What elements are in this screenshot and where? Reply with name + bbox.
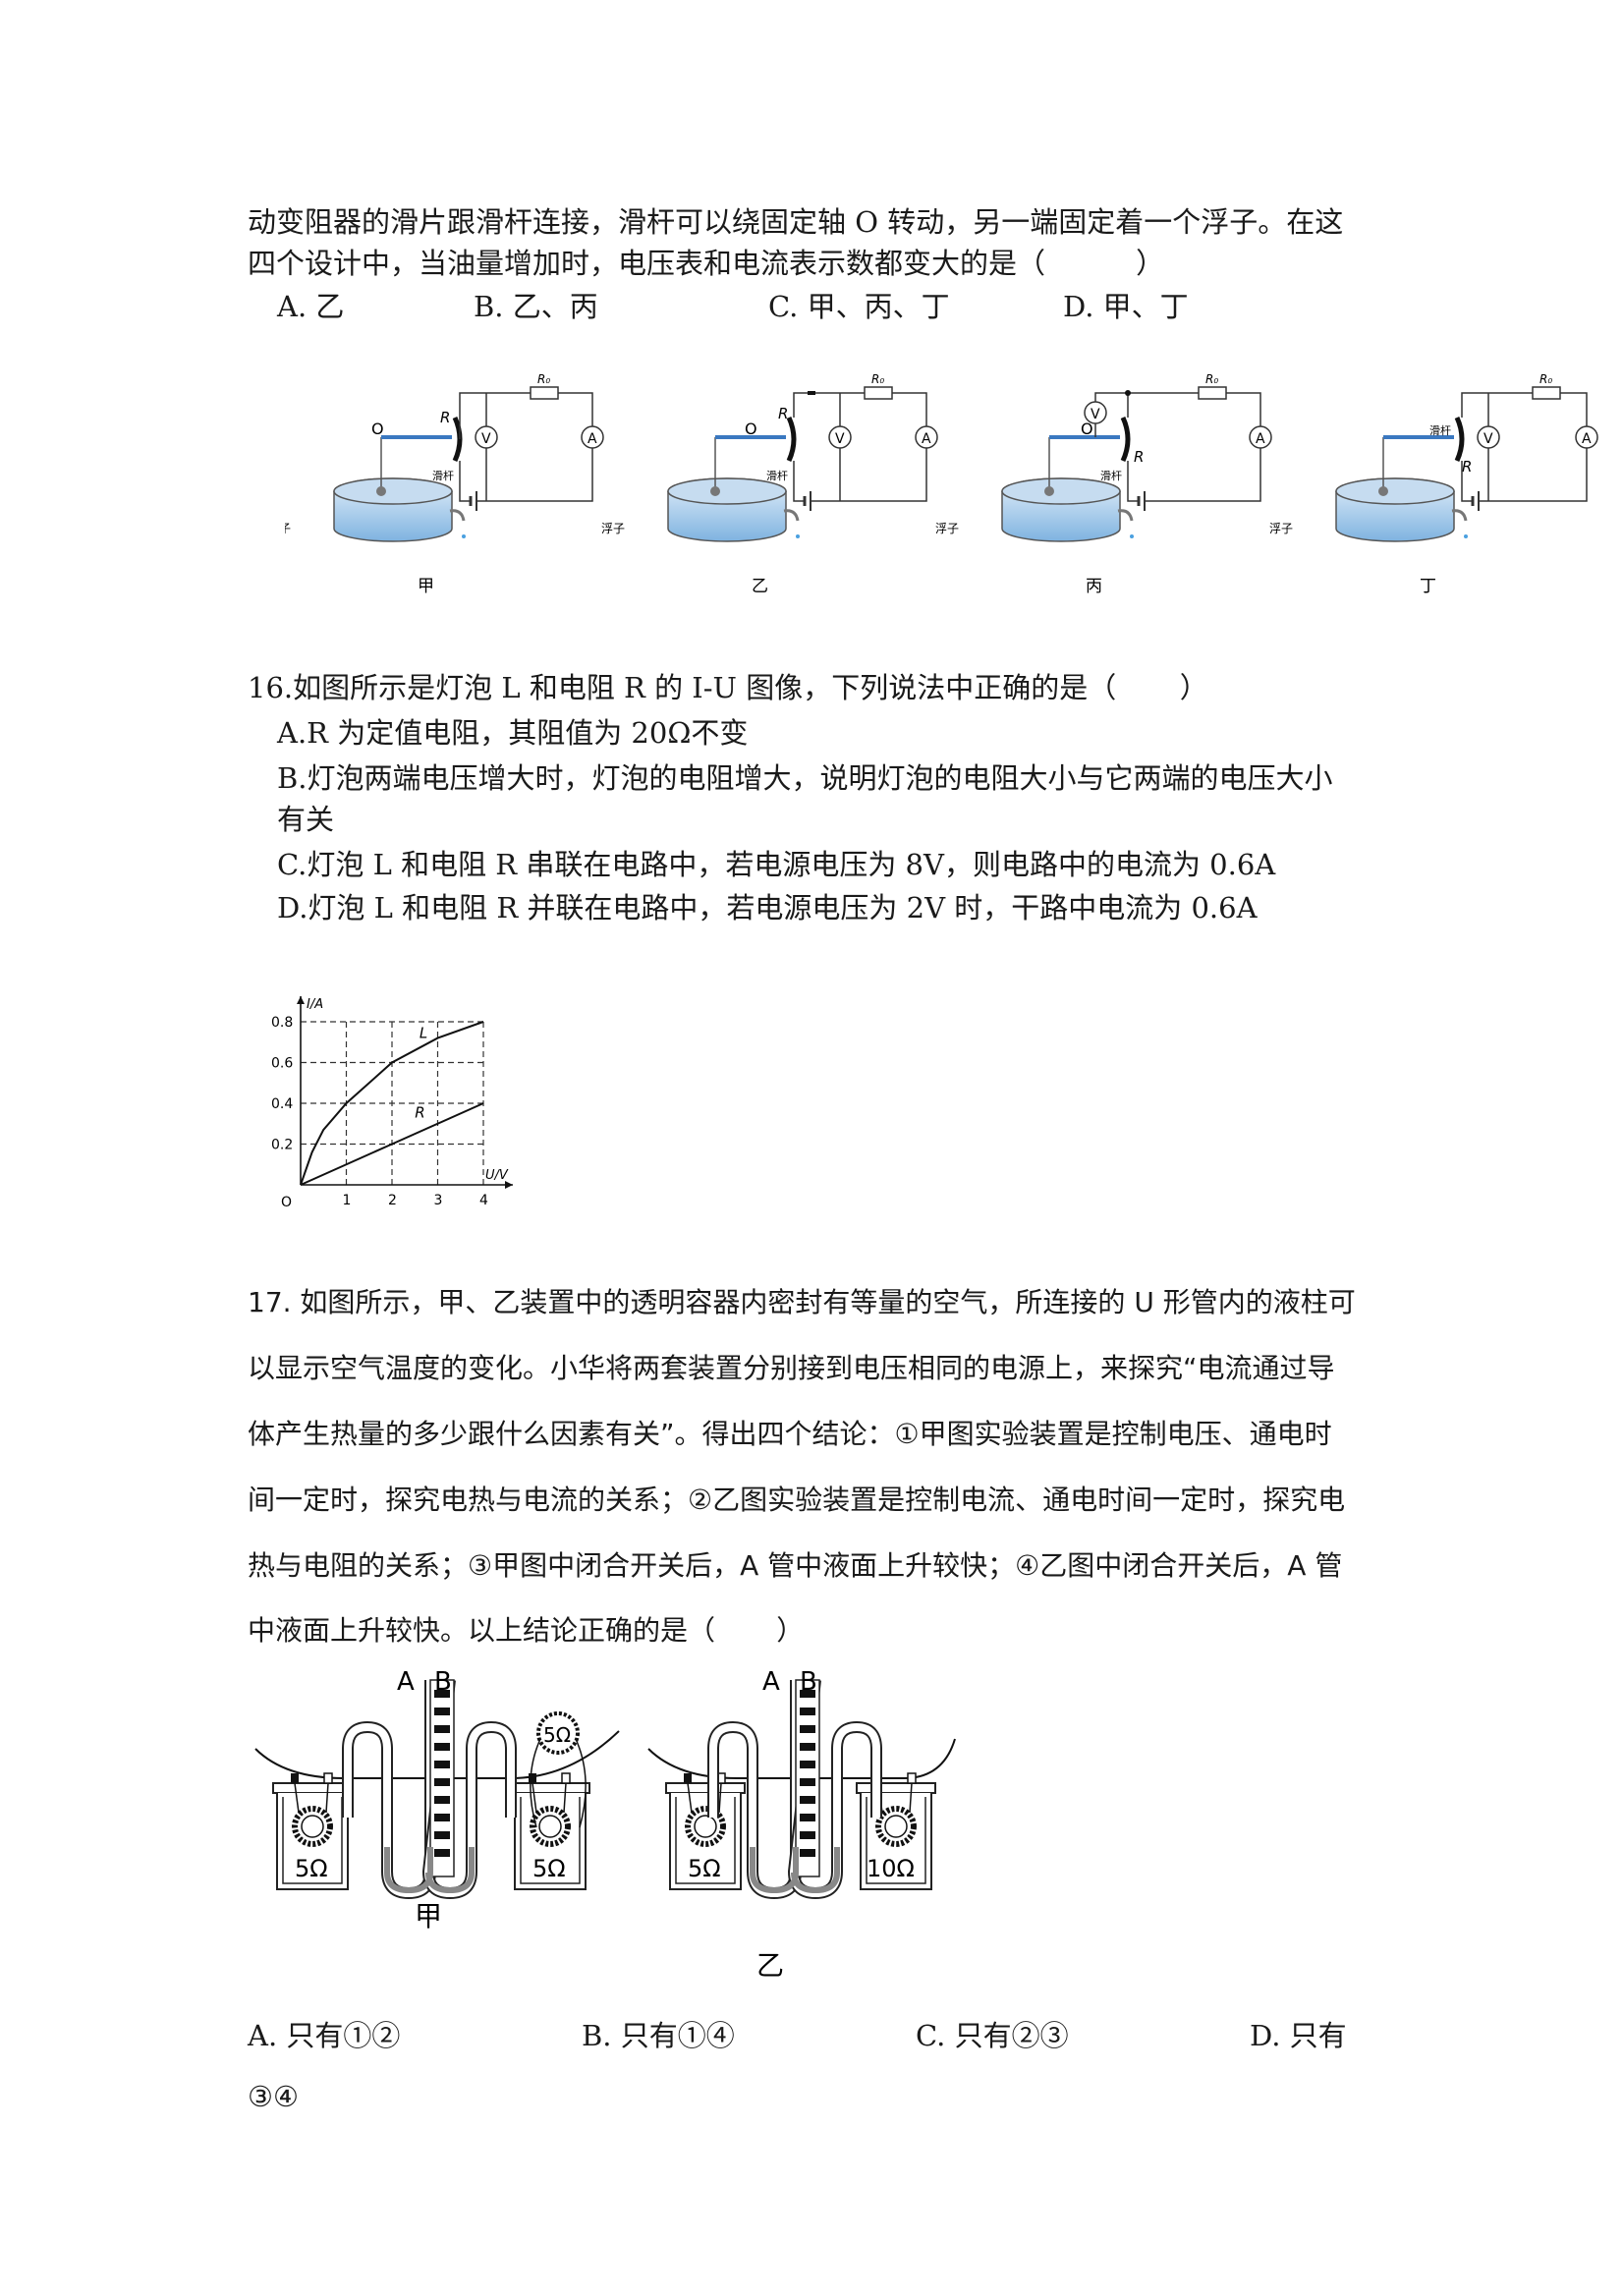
figure-label-jia: 甲 [415, 1900, 442, 1932]
rod-label: 滑杆 [1429, 423, 1451, 437]
q15-option-b: B. 乙、丙 [474, 290, 598, 323]
apparatus-jia: A B 5Ω 5Ω 5Ω 甲 [254, 1670, 620, 1932]
figure-label-jia: 甲 [418, 577, 434, 596]
r0-label: R₀ [1539, 372, 1552, 386]
q17-apparatus-figures: A B 5Ω 5Ω 5Ω 甲 A B 5Ω 10Ω 乙 [254, 1670, 956, 1982]
tube-label-b: B [800, 1670, 817, 1697]
resistor-label-right: 5Ω [532, 1855, 566, 1882]
voltmeter-icon: V [1091, 407, 1100, 422]
voltmeter-icon: V [1483, 431, 1493, 447]
ammeter-icon: A [922, 431, 931, 447]
q16-option-b-line-2: 有关 [277, 803, 335, 836]
series-line-R [300, 1102, 484, 1186]
ammeter-icon: A [1256, 431, 1265, 447]
q17-line-2: 以显示空气温度的变化。小华将两套装置分别接到电压相同的电源上，来探究“电流通过导 [248, 1352, 1335, 1384]
resistor-label: R [778, 405, 788, 422]
q17-line-5: 热与电阻的关系；③甲图中闭合开关后，A 管中液面上升较快；④乙图中闭合开关后，A… [248, 1549, 1343, 1582]
y-axis-arrow [297, 996, 305, 1004]
resistor-label-right: 10Ω [867, 1855, 915, 1882]
x-tick-label: 3 [434, 1193, 443, 1208]
x-tick-label: 2 [388, 1193, 397, 1208]
r0-label: R₀ [871, 372, 884, 386]
q17-option-a: A. 只有①② [248, 2019, 401, 2052]
q15-option-d: D. 甲、丁 [1063, 290, 1189, 323]
float-label: 浮子 [935, 522, 959, 535]
ammeter-icon: A [588, 431, 597, 447]
q15-option-a: A. 乙 [277, 290, 345, 323]
circuit-ding: 浮子 R 滑杆 V R₀ A 丁 [1269, 372, 1598, 596]
q16-stem: 16.如图所示是灯泡 L 和电阻 R 的 I-U 图像，下列说法中正确的是（ ） [248, 671, 1208, 704]
x-tick-label: 4 [479, 1193, 488, 1208]
origin-label: O [281, 1195, 292, 1210]
pivot-label: O [745, 420, 757, 438]
resistor-label-left: 5Ω [295, 1855, 328, 1882]
voltmeter-icon: V [835, 431, 845, 447]
q17-option-c: C. 只有②③ [916, 2019, 1069, 2052]
y-tick-label: 0.2 [271, 1138, 293, 1153]
resistor-label: R [1134, 448, 1144, 466]
q16-option-c: C.灯泡 L 和电阻 R 串联在电路中，若电源电压为 8V，则电路中的电流为 0… [277, 848, 1276, 881]
q17-option-d-continued: ③④ [248, 2080, 299, 2113]
q15-option-c: C. 甲、丙、丁 [768, 290, 950, 323]
x-tick-label: 1 [343, 1193, 352, 1208]
q16-option-b-line-1: B.灯泡两端电压增大时，灯泡的电阻增大，说明灯泡的电阻大小与它两端的电压大小 [277, 761, 1333, 795]
chart-series [300, 1021, 484, 1186]
ammeter-icon: A [1582, 431, 1592, 447]
circuit-jia: 浮子 O R 滑杆 V R₀ A 甲 [285, 372, 604, 596]
rod-label: 滑杆 [766, 469, 788, 482]
series-line-L [300, 1021, 484, 1186]
rod-label: 滑杆 [432, 469, 454, 482]
x-axis-label: U/V [485, 1168, 509, 1183]
y-tick-label: 0.4 [271, 1096, 293, 1112]
figure-label-bing: 丙 [1086, 577, 1102, 596]
series-label-R: R [415, 1104, 424, 1122]
pivot-label: O [1081, 420, 1093, 438]
figure-label-yi: 乙 [756, 1949, 784, 1982]
voltmeter-icon: V [481, 431, 491, 447]
chart-labels: L R 1 2 3 4 0.2 0.4 0.6 0.8O U/V I/A [271, 997, 509, 1210]
float-label: 浮子 [1269, 522, 1293, 535]
circuit-yi: 浮子 O R 滑杆 V R₀ A 乙 [601, 372, 938, 596]
resistor-label: R [1462, 458, 1472, 476]
q15-text-line-2: 四个设计中，当油量增加时，电压表和电流表示数都变大的是（ ） [248, 247, 1165, 280]
q16-option-d: D.灯泡 L 和电阻 R 并联在电路中，若电源电压为 2V 时，干路中电流为 0… [277, 891, 1258, 924]
tube-label-a: A [397, 1670, 415, 1697]
circuit-bing: 浮子 O R 滑杆 V R₀ A 丙 [935, 372, 1272, 596]
q17-option-d: D. 只有 [1250, 2019, 1347, 2052]
q17-line-6: 中液面上升较快。以上结论正确的是（ ） [248, 1614, 805, 1647]
x-axis-arrow [505, 1181, 513, 1189]
r0-label: R₀ [1205, 372, 1218, 386]
pivot-label: O [371, 420, 384, 438]
q15-text-line-1: 动变阻器的滑片跟滑杆连接，滑杆可以绕固定轴 O 转动，另一端固定着一个浮子。在这 [248, 205, 1344, 239]
q17-line-1: 17. 如图所示，甲、乙装置中的透明容器内密封有等量的空气，所连接的 U 形管内… [248, 1286, 1356, 1318]
float-label: 浮子 [601, 522, 625, 535]
chart-grid [301, 1021, 484, 1185]
resistor-label-external: 5Ω [543, 1723, 571, 1747]
q15-circuit-figures: 浮子 O R 滑杆 V R₀ A 甲 浮子 O R 滑杆 V [285, 372, 1598, 596]
apparatus-yi: A B 5Ω 10Ω 乙 [647, 1670, 956, 1982]
figure-label-ding: 丁 [1420, 577, 1436, 596]
chart-axes [297, 996, 513, 1189]
y-tick-label: 0.6 [271, 1056, 293, 1072]
q16-option-a: A.R 为定值电阻，其阻值为 20Ω不变 [277, 716, 749, 750]
series-label-L: L [420, 1025, 427, 1042]
q17-line-3: 体产生热量的多少跟什么因素有关”。得出四个结论：①甲图实验装置是控制电压、通电时 [248, 1418, 1332, 1450]
resistor-label-left: 5Ω [688, 1855, 721, 1882]
tube-label-a: A [762, 1670, 780, 1697]
resistor-label: R [440, 409, 450, 426]
q17-option-b: B. 只有①④ [582, 2019, 735, 2052]
float-label: 浮子 [285, 522, 291, 535]
tube-label-b: B [434, 1670, 452, 1697]
rod-label: 滑杆 [1100, 469, 1122, 482]
figure-label-yi: 乙 [752, 577, 768, 596]
iu-graph: L R 1 2 3 4 0.2 0.4 0.6 0.8O U/V I/A [271, 996, 513, 1210]
y-tick-label: 0.8 [271, 1015, 293, 1031]
y-axis-label: I/A [307, 997, 323, 1012]
r0-label: R₀ [537, 372, 550, 386]
q17-line-4: 间一定时，探究电热与电流的关系；②乙图实验装置是控制电流、通电时间一定时，探究电 [248, 1484, 1346, 1516]
